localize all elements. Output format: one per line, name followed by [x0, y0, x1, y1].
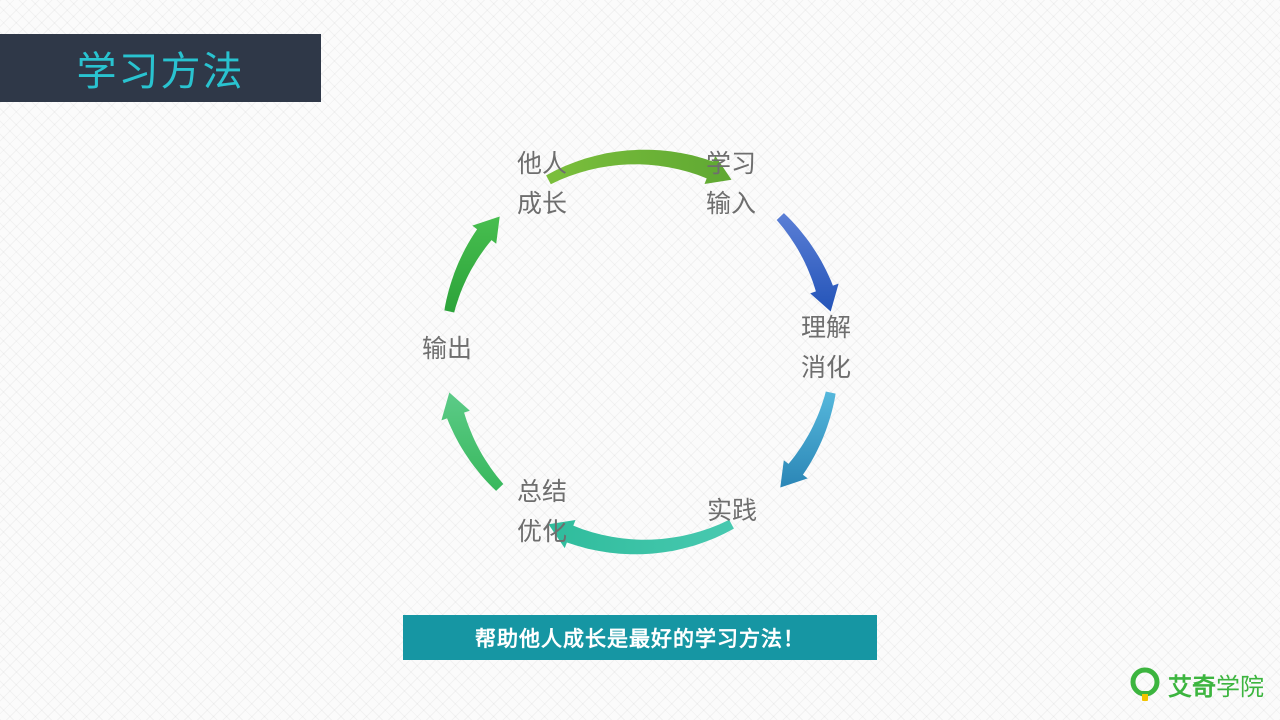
node-learn-input-line-2: 输入	[706, 189, 757, 218]
node-learn-input: 学习 输入	[706, 144, 756, 224]
logo-suffix: 学院	[1216, 672, 1264, 701]
node-help-others: 他人 成长	[517, 144, 567, 224]
arrow-summarize-to-output	[441, 392, 504, 491]
node-summarize-line-1: 总结	[517, 477, 568, 506]
node-help-others-line-2: 成长	[517, 189, 568, 218]
logo-brand: 艾奇	[1168, 672, 1216, 701]
node-output: 输出	[422, 329, 472, 369]
node-summarize-line-2: 优化	[517, 517, 568, 546]
node-summarize: 总结 优化	[517, 472, 567, 552]
node-practice: 实践	[707, 491, 757, 531]
conclusion-text: 帮助他人成长是最好的学习方法！	[475, 626, 805, 651]
arrow-learn-to-understand	[776, 213, 839, 312]
node-understand-line-1: 理解	[801, 313, 852, 342]
node-help-others-line-1: 他人	[517, 149, 568, 178]
arrow-practice-to-summarize	[548, 519, 734, 555]
logo-text: 艾奇学院	[1168, 667, 1264, 702]
node-learn-input-line-1: 学习	[706, 149, 757, 178]
brand-logo: 艾奇学院	[1126, 664, 1264, 704]
arrow-understand-to-practice	[780, 391, 836, 488]
page-title: 学习方法	[76, 49, 245, 95]
node-practice-line-1: 实践	[707, 496, 758, 525]
q-circle-icon	[1130, 667, 1160, 701]
arrow-output-to-help	[444, 216, 500, 313]
conclusion-banner: 帮助他人成长是最好的学习方法！	[403, 615, 877, 660]
node-understand: 理解 消化	[801, 308, 851, 388]
node-output-line-1: 输出	[422, 334, 473, 363]
title-bar: 学习方法	[0, 34, 321, 102]
arrow-help-to-learn	[546, 149, 732, 185]
node-understand-line-2: 消化	[801, 353, 852, 382]
